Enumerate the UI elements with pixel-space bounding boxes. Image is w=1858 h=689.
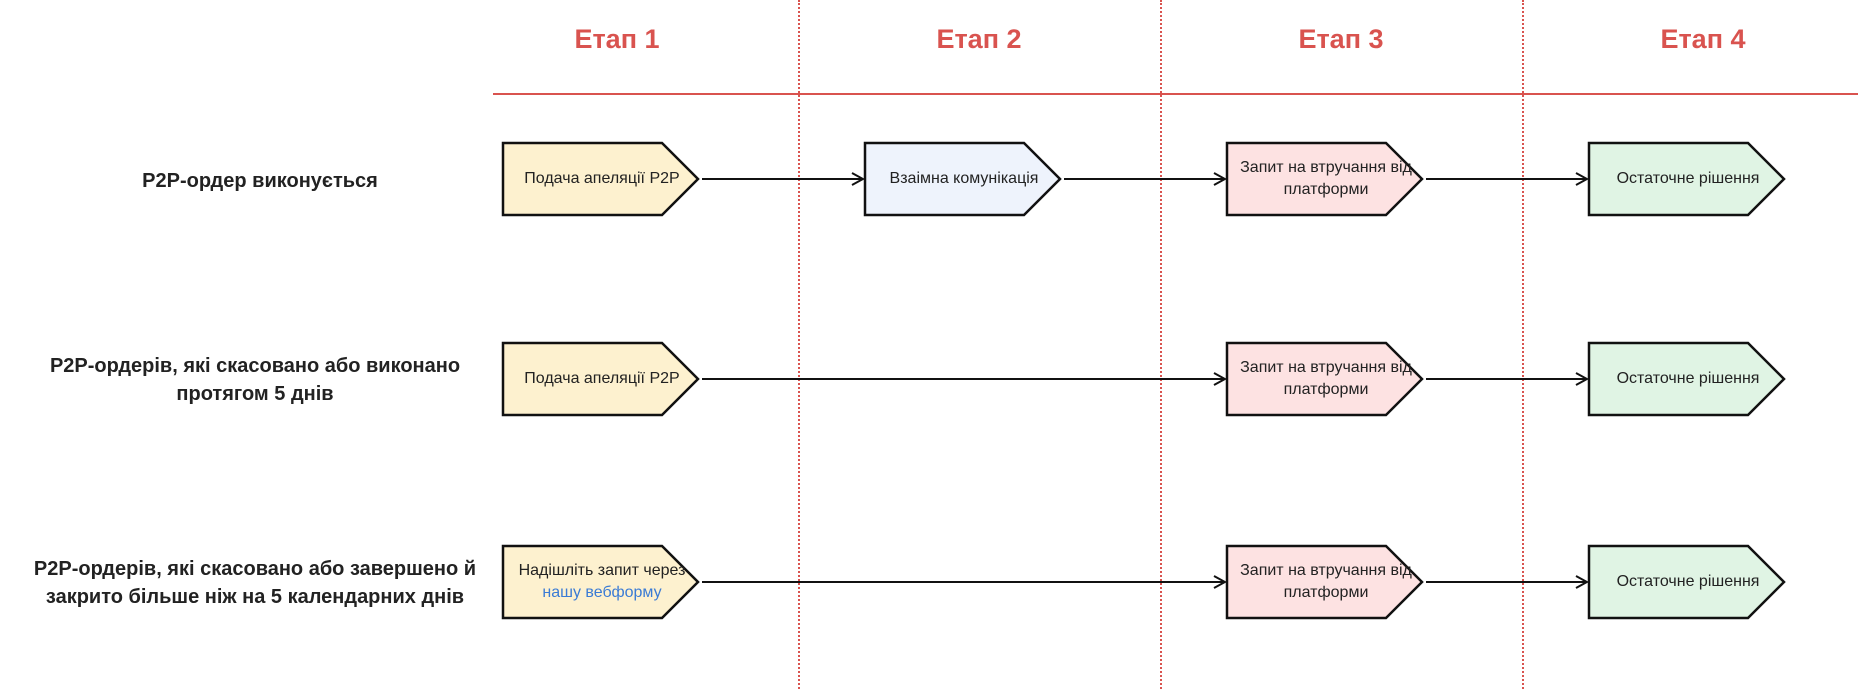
node-row2-stage3: Запит на втручання від платформи	[1227, 343, 1425, 415]
node-row2-stage1: Подача апеляції P2P	[503, 343, 701, 415]
row-3-label: P2P-ордерів, які скасовано або завершено…	[33, 558, 477, 608]
stage-3-title: Етап 3	[1298, 24, 1384, 54]
chevron-row1-stage3	[1225, 141, 1424, 217]
node-row1-stage2: Взаімна комунікація	[865, 143, 1063, 215]
node-label: Остаточне рішення	[1616, 573, 1760, 590]
stage-1-title: Етап 1	[574, 24, 660, 54]
chevron-row1-stage1	[501, 141, 700, 217]
node-row3-stage3: Запит на втручання від платформи	[1227, 546, 1425, 618]
stage-4-title: Етап 4	[1660, 24, 1746, 54]
chevron-row2-stage4	[1587, 341, 1786, 417]
chevron-row3-stage1	[501, 544, 700, 620]
stage-separator-1	[798, 0, 800, 689]
chevron-row2-stage3	[1225, 341, 1424, 417]
node-label: Остаточне рішення	[1616, 170, 1760, 187]
chevron-row1-stage2	[863, 141, 1062, 217]
node-row2-stage4: Остаточне рішення	[1589, 343, 1787, 415]
row-2-label: P2P-ордерів, які скасовано або виконано …	[49, 355, 461, 405]
node-label: Подача апеляції P2P	[524, 170, 680, 187]
node-label: Подача апеляції P2P	[524, 370, 680, 387]
node-row1-stage4: Остаточне рішення	[1589, 143, 1787, 215]
chevron-row1-stage4	[1587, 141, 1786, 217]
node-row3-stage1: Надішліть запит через нашу вебформу	[503, 546, 701, 618]
chevron-row3-stage3	[1225, 544, 1424, 620]
node-row3-stage4: Остаточне рішення	[1589, 546, 1787, 618]
node-label: Запит на втручання від платформи	[1240, 359, 1412, 398]
node-label: Запит на втручання від платформи	[1240, 159, 1412, 198]
stage-2-title: Етап 2	[936, 24, 1022, 54]
node-label: Остаточне рішення	[1616, 370, 1760, 387]
row-1-label: P2P-ордер виконується	[142, 170, 378, 192]
node-row1-stage1: Подача апеляції P2P	[503, 143, 701, 215]
node-label: Взаімна комунікація	[889, 170, 1039, 187]
node-label: Надішліть запит через	[518, 562, 686, 579]
stage-separator-2	[1160, 0, 1162, 689]
stage-separator-3	[1522, 0, 1524, 689]
webform-link[interactable]: нашу вебформу	[542, 584, 662, 601]
chevron-row3-stage4	[1587, 544, 1786, 620]
chevron-row2-stage1	[501, 341, 700, 417]
node-row1-stage3: Запит на втручання від платформи	[1227, 143, 1425, 215]
node-label: Запит на втручання від платформи	[1240, 562, 1412, 601]
header-divider	[493, 93, 1858, 95]
